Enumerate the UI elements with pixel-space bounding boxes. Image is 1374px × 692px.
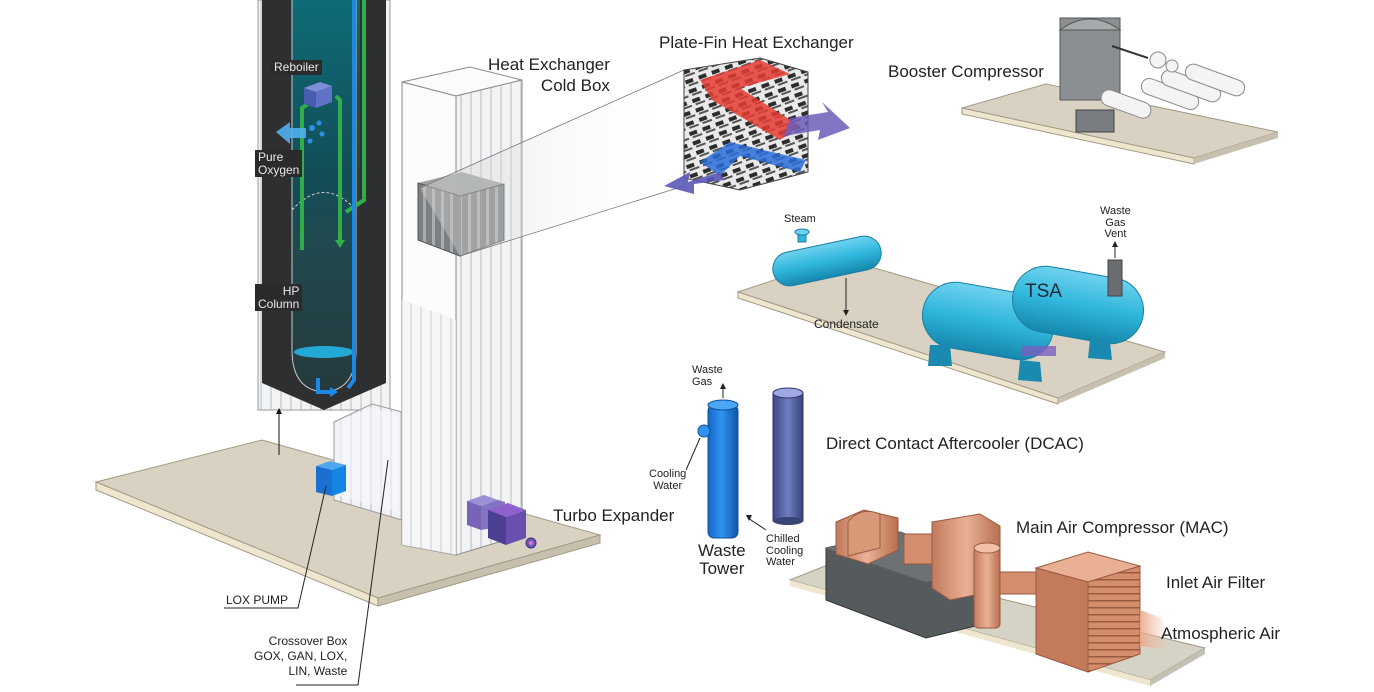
atmospheric-air-flow xyxy=(1140,610,1170,650)
cold-stream-arrow xyxy=(700,142,806,176)
dcac-label: Direct Contact Aftercooler (DCAC) xyxy=(826,434,1084,453)
turbo-expander-label: Turbo Expander xyxy=(553,506,675,525)
atmospheric-air-label: Atmospheric Air xyxy=(1161,624,1281,643)
waste-tower-label: Waste Tower xyxy=(698,541,746,578)
plate-fin-heat-exchanger xyxy=(664,57,850,194)
waste-tower xyxy=(685,383,767,539)
turbo-expander xyxy=(467,495,537,549)
waste-gas-vent-stack xyxy=(1107,241,1123,297)
hot-stream-arrow xyxy=(700,60,800,140)
reboiler-label: Reboiler xyxy=(271,60,322,75)
direct-contact-aftercooler xyxy=(772,387,804,525)
chilled-cooling-water-label: Chilled Cooling Water xyxy=(766,533,804,569)
lox-pump-label: LOX PUMP xyxy=(226,593,289,607)
plate-fin-heat-exchanger-label: Plate-Fin Heat Exchanger xyxy=(659,33,854,52)
main-air-compressor-label: Main Air Compressor (MAC) xyxy=(1016,518,1229,537)
condensate-label: Condensate xyxy=(814,317,879,331)
pure-oxygen-outflow xyxy=(276,120,325,144)
liquid-oxygen-pool xyxy=(294,346,354,358)
green-flow-line xyxy=(334,94,342,240)
booster-compressor xyxy=(961,17,1279,165)
reboiler-unit xyxy=(304,82,332,108)
crossover-box xyxy=(333,403,403,521)
callout-leader-lines xyxy=(224,459,389,686)
waste-gas-vent-label: Waste Gas Vent xyxy=(1100,205,1131,241)
tsa-skid xyxy=(736,228,1167,405)
cold-stream-outlet-arrow xyxy=(664,172,724,194)
magnification-cone xyxy=(419,69,685,257)
pure-oxygen-label: Pure Oxygen xyxy=(255,150,303,178)
waste-gas-label: Waste Gas xyxy=(692,364,723,388)
inlet-air-filter-label: Inlet Air Filter xyxy=(1166,573,1266,592)
hp-column-label: HP Column xyxy=(255,284,303,312)
cooling-water-label: Cooling Water xyxy=(649,468,687,492)
booster-compressor-label: Booster Compressor xyxy=(888,62,1044,81)
tsa-label: TSA xyxy=(1025,281,1062,302)
steam-label: Steam xyxy=(784,213,816,225)
hot-stream-outlet-arrow xyxy=(784,102,850,140)
heat-exchanger-cold-box xyxy=(401,66,523,556)
crossover-box-label: Crossover Box GOX, GAN, LOX, LIN, Waste xyxy=(254,634,348,678)
cold-box-base-plate xyxy=(94,439,602,607)
lox-pump xyxy=(316,461,346,496)
steam-heater xyxy=(772,228,882,316)
inlet-air-filter xyxy=(1034,551,1142,673)
blue-flow-line xyxy=(346,0,356,390)
heat-exchanger-cold-box-label: Heat Exchanger Cold Box xyxy=(488,55,610,96)
main-air-compressor xyxy=(835,509,1037,629)
